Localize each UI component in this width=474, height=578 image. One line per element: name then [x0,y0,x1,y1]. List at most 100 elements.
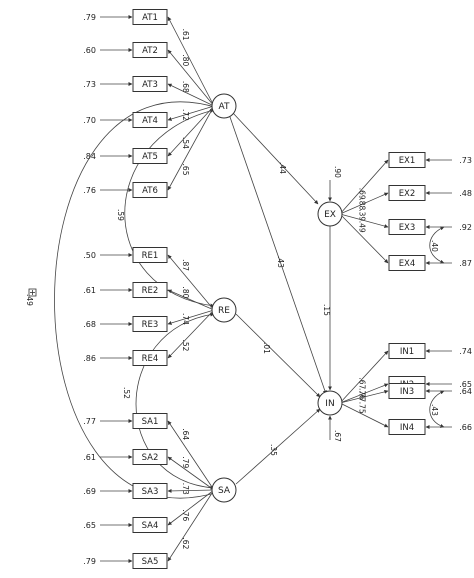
indicator-label-sa2: SA2 [142,453,159,463]
latent-at: AT [211,93,237,119]
indicator-label-at1: AT1 [142,13,158,23]
loading-path-re2 [167,289,215,311]
indicator-ex1: EX1 [388,152,426,168]
loading-path-at1 [167,16,215,107]
indicator-label-re1: RE1 [142,251,159,261]
loading-label-at5: .54 [181,137,190,149]
path-sa-in [235,408,321,485]
indicator-label-at6: AT6 [142,186,158,196]
loading-label-at4: .72 [181,109,190,121]
indicator-label-sa1: SA1 [142,417,159,427]
latent-label-sa: SA [218,486,231,496]
indicator-at5: AT5 [132,148,168,164]
indicator-ex3: EX3 [388,219,426,235]
latent-label-ex: EX [324,210,336,220]
loading-path-ex3 [339,213,389,228]
loading-path-sa4 [167,489,215,526]
loading-label-in2: .76 [358,388,367,400]
path-re-in [235,313,321,398]
indicator-at2: AT2 [132,42,168,58]
error-value-ex4: .87 [459,259,472,268]
error-value-sa2: .61 [83,453,96,462]
indicator-at3: AT3 [132,76,168,92]
loading-label-in1: .67 [358,377,367,389]
loading-label-ex1: .69 [358,188,367,200]
loading-label-sa2: .79 [181,456,190,468]
error-value-at5: .84 [83,152,96,161]
cov-label-in3-in4: .43 [430,404,439,416]
indicator-label-in3: IN3 [400,387,414,397]
loading-path-in4 [339,402,389,428]
error-value-re3: .68 [83,320,96,329]
path-label-sa-in: .35 [269,444,278,456]
loading-path-at4 [167,105,215,121]
loading-label-sa1: .64 [181,428,190,440]
error-value-re1: .50 [83,251,96,260]
indicator-label-at5: AT5 [142,152,158,162]
loading-path-at5 [167,105,215,157]
indicator-re3: RE3 [132,316,168,332]
disturbance-label-ex: .90 [333,166,342,178]
loading-label-sa5: .62 [181,537,190,549]
loading-label-at3: .68 [181,81,190,93]
path-at-in [229,116,327,395]
loading-path-ex4 [339,213,389,264]
indicator-label-ex2: EX2 [399,189,416,199]
indicator-re1: RE1 [132,247,168,263]
path-label-at-ex: .44 [278,162,287,174]
indicator-label-sa3: SA3 [142,487,159,497]
loading-path-in1 [339,350,389,404]
error-value-sa1: .77 [83,417,96,426]
error-value-sa5: .79 [83,557,96,566]
path-at-ex [232,112,319,205]
cov-label-ex3-ex4: .40 [430,240,439,252]
covariance-in3-in4 [429,390,445,428]
error-value-at6: .76 [83,186,96,195]
error-value-in3: .64 [459,387,472,396]
loading-path-ex1 [339,159,389,215]
error-value-ex2: .48 [459,189,472,198]
error-value-at4: .70 [83,116,96,125]
latent-label-re: RE [218,306,230,316]
error-value-ex1: .73 [459,156,472,165]
path-label-at-in: .43 [276,256,285,268]
loading-label-re4: .52 [181,339,190,351]
indicator-label-at2: AT2 [142,46,158,56]
indicator-label-at4: AT4 [142,116,158,126]
indicator-label-in1: IN1 [400,347,414,357]
indicator-re4: RE4 [132,350,168,366]
loading-label-sa4: .76 [181,509,190,521]
error-value-re2: .61 [83,286,96,295]
indicator-label-sa4: SA4 [142,521,159,531]
loading-label-re3: .74 [181,313,190,325]
loading-path-re3 [167,309,215,325]
indicator-ex2: EX2 [388,185,426,201]
loading-label-in4: .75 [358,402,367,414]
indicator-label-re2: RE2 [142,286,159,296]
indicator-sa2: SA2 [132,449,168,465]
indicator-label-ex3: EX3 [399,223,416,233]
error-value-in4: .66 [459,423,472,432]
loading-path-in2 [339,383,389,404]
indicator-label-in4: IN4 [400,423,414,433]
indicator-sa1: SA1 [132,413,168,429]
indicator-sa3: SA3 [132,483,168,499]
loading-path-at3 [167,83,215,107]
expand-toggle-icon[interactable] [28,288,37,297]
indicator-sa5: SA5 [132,553,168,569]
indicator-at4: AT4 [132,112,168,128]
error-value-at3: .73 [83,80,96,89]
loading-label-at2: .80 [181,54,190,66]
error-value-ex3: .92 [459,223,472,232]
indicator-sa4: SA4 [132,517,168,533]
indicator-at1: AT1 [132,9,168,25]
disturbance-label-in: .67 [333,430,342,442]
loading-path-sa5 [167,489,215,562]
loading-path-at6 [167,105,215,191]
covariance-at-re [124,108,215,308]
loading-label-in3: .77 [358,390,367,402]
latent-ex: EX [317,201,343,227]
error-value-at2: .60 [83,46,96,55]
loading-label-at6: .65 [181,164,190,176]
